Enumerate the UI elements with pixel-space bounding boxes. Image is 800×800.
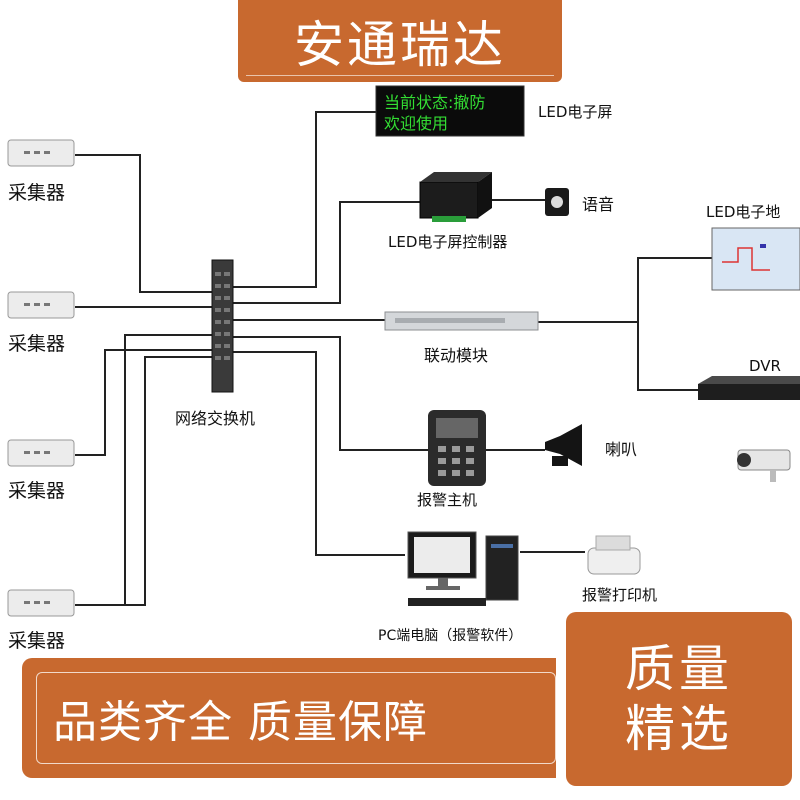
pc-label: PC端电脑（报警软件） — [378, 628, 522, 644]
switch-label: 网络交换机 — [175, 409, 255, 428]
connection-lines — [75, 111, 712, 606]
voice-speaker — [545, 188, 569, 216]
dvr-label: DVR — [749, 357, 781, 375]
horn-label: 喇叭 — [605, 440, 637, 459]
led-screen-line2: 欢迎使用 — [384, 114, 448, 133]
bottom-bar-inner: 品类齐全 质量保障 — [36, 672, 556, 764]
camera — [737, 449, 791, 482]
network-switch — [211, 259, 234, 393]
collector-1 — [7, 139, 75, 167]
linkage-label: 联动模块 — [424, 346, 488, 365]
pc-computer — [407, 531, 519, 606]
top-banner: 安通瑞达 — [238, 0, 562, 82]
led-screen-label: LED电子屏 — [538, 103, 612, 121]
quality-box: 质量 精选 — [556, 604, 800, 800]
map-screen — [711, 227, 800, 291]
led-controller — [419, 172, 492, 222]
linkage-module — [384, 311, 539, 331]
voice-label: 语音 — [582, 195, 614, 214]
collector-2 — [7, 291, 75, 319]
quality-line2: 精选 — [625, 700, 733, 758]
banner-title: 安通瑞达 — [294, 16, 506, 74]
printer-label: 报警打印机 — [582, 586, 657, 604]
collector-4 — [7, 589, 75, 617]
dvr — [698, 376, 800, 400]
map-label: LED电子地 — [706, 203, 780, 221]
led-screen-line1: 当前状态:撤防 — [384, 93, 485, 112]
led-screen: 当前状态:撤防 欢迎使用 — [375, 85, 525, 137]
led-controller-label: LED电子屏控制器 — [388, 233, 507, 251]
collector-3 — [7, 439, 75, 467]
alarm-host-label: 报警主机 — [417, 491, 477, 509]
alarm-host — [428, 410, 486, 486]
collector-1-label: 采集器 — [8, 182, 65, 204]
quality-line1: 质量 — [625, 640, 733, 698]
collector-2-label: 采集器 — [8, 333, 65, 355]
bottom-bar: 品类齐全 质量保障 — [22, 658, 570, 778]
collector-4-label: 采集器 — [8, 630, 65, 652]
horn — [545, 424, 582, 466]
collector-3-label: 采集器 — [8, 480, 65, 502]
alarm-printer — [587, 535, 641, 575]
quality-box-inner: 质量 精选 — [566, 612, 792, 786]
bottom-slogan: 品类齐全 质量保障 — [53, 697, 428, 748]
